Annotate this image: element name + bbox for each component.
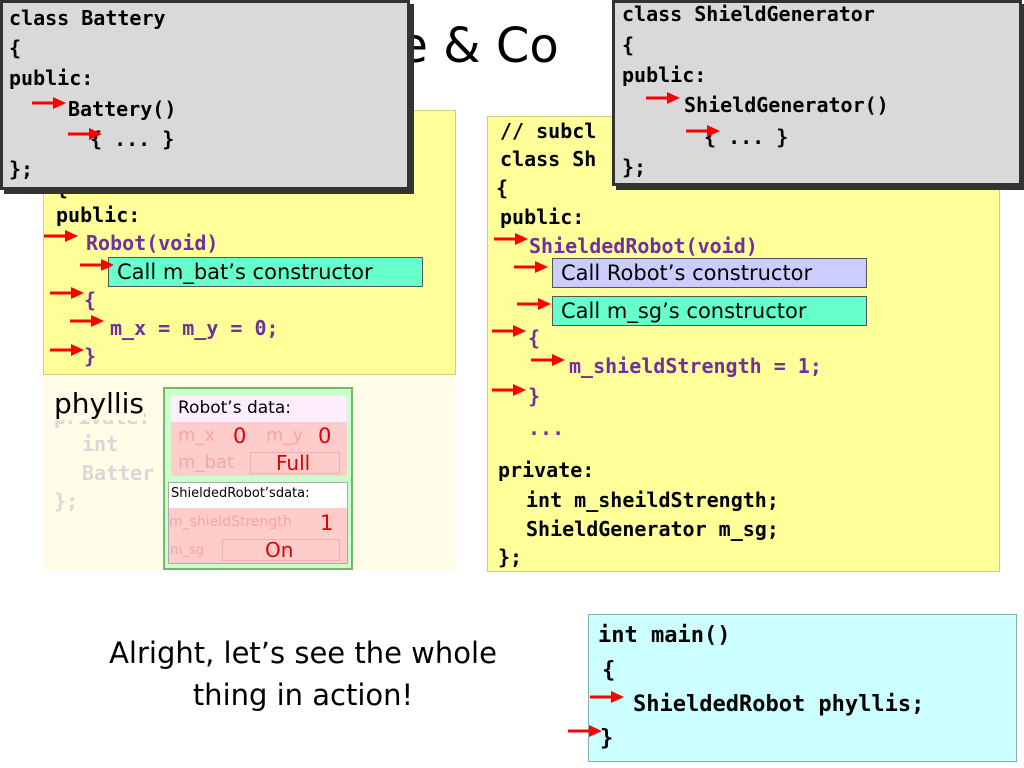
robot-body-close-arrow-icon xyxy=(50,342,84,358)
battery-public-label: public: xyxy=(9,66,94,90)
battery-body-arrow-icon xyxy=(68,126,102,142)
robot-callout-arrow-icon xyxy=(80,257,114,273)
robot-data-header-bg xyxy=(171,396,347,422)
shieldedrobot-body-open-arrow-icon xyxy=(492,323,526,339)
main-close-brace: } xyxy=(600,726,614,751)
shieldedrobot-sg-callout-arrow-icon xyxy=(517,296,551,312)
robot-constructor-signature: Robot(void) xyxy=(86,231,219,255)
battery-constructor-arrow-icon xyxy=(32,95,66,111)
shieldedrobot-close: }; xyxy=(498,545,523,569)
robot-constructor-arrow-icon xyxy=(44,228,78,244)
shieldedrobot-public-label: public: xyxy=(500,205,585,229)
shieldedrobot-init-arrow-icon xyxy=(531,352,565,368)
shieldgenerator-open-brace: { xyxy=(622,33,635,57)
robot-body-open-brace: { xyxy=(84,288,97,312)
m-x-label: m_x xyxy=(178,425,216,446)
shieldedrobot-constructor-signature: ShieldedRobot(void) xyxy=(529,234,758,258)
shieldedrobot-init-statement: m_shieldStrength = 1; xyxy=(569,354,822,378)
shieldedrobot-class-decl: class Sh xyxy=(500,147,597,171)
shieldedrobot-sg-member: ShieldGenerator m_sg; xyxy=(526,517,779,541)
shieldgenerator-constructor-arrow-icon xyxy=(646,90,680,106)
shieldedrobot-code-panel xyxy=(487,116,1000,572)
robot-body-open-arrow-icon xyxy=(50,285,84,301)
robot-init-arrow-icon xyxy=(70,313,104,329)
battery-class-box xyxy=(0,0,410,190)
caption-line-1: Alright, let’s see the whole xyxy=(109,636,497,670)
robot-public-label: public: xyxy=(56,203,141,227)
shieldedrobot-body-close-arrow-icon xyxy=(492,382,526,398)
shieldedrobot-ellipsis: ... xyxy=(528,416,565,440)
m-sg-value-box xyxy=(222,539,340,561)
shieldgenerator-public-label: public: xyxy=(622,63,707,87)
m-bat-value: Full xyxy=(276,451,311,475)
shieldgenerator-constructor-signature: ShieldGenerator() xyxy=(684,93,889,117)
robot-faded-battery: Batter xyxy=(82,461,155,485)
caption-line-2: thing in action! xyxy=(192,678,414,712)
robot-faded-close: }; xyxy=(54,489,79,513)
m-shieldstrength-value: 1 xyxy=(320,511,334,535)
battery-constructor-signature: Battery() xyxy=(68,97,177,121)
shieldedrobot-open-brace: { xyxy=(496,176,509,200)
shieldedrobot-constructor-arrow-icon xyxy=(494,231,528,247)
call-m-sg-constructor-callout: Call m_sg’s constructor xyxy=(552,296,867,326)
battery-class-decl: class Battery xyxy=(9,6,166,30)
m-shieldstrength-label: m_shieldStrength xyxy=(169,514,292,530)
main-phyllis-declaration: ShieldedRobot phyllis; xyxy=(633,692,925,717)
battery-close: }; xyxy=(9,157,34,181)
main-signature: int main() xyxy=(598,623,731,648)
shieldedrobot-robot-callout-arrow-icon xyxy=(514,259,548,275)
shieldedrobot-body-open-brace: { xyxy=(528,326,541,350)
m-sg-label: m_sg xyxy=(170,543,205,558)
robot-init-statement: m_x = m_y = 0; xyxy=(110,316,279,340)
m-x-value: 0 xyxy=(233,424,247,448)
main-declaration-arrow-icon xyxy=(590,689,624,705)
main-close-arrow-icon xyxy=(568,723,602,739)
shieldgenerator-body-arrow-icon xyxy=(686,123,720,139)
m-sg-value: On xyxy=(265,538,294,562)
m-bat-label: m_bat xyxy=(178,452,235,473)
robot-data-body xyxy=(171,422,347,476)
m-y-value: 0 xyxy=(318,424,332,448)
shieldgenerator-class-decl: class ShieldGenerator xyxy=(622,2,875,26)
shieldedrobot-body-close-brace: } xyxy=(528,384,541,408)
call-m-bat-constructor-callout: Call m_bat’s constructor xyxy=(108,257,423,287)
m-bat-value-box xyxy=(250,452,340,474)
slide-caption: Alright, let’s see the whole thing in ac… xyxy=(28,632,578,716)
m-y-label: m_y xyxy=(266,425,304,446)
shieldedrobot-data-header: ShieldedRobot’sdata: xyxy=(171,486,310,501)
shieldedrobot-comment: // subcl xyxy=(500,119,597,143)
main-open-brace: { xyxy=(602,658,616,683)
shieldgenerator-class-box xyxy=(612,0,1022,186)
shieldedrobot-data-body xyxy=(169,508,347,563)
call-robot-constructor-callout: Call Robot’s constructor xyxy=(552,258,867,288)
main-function-box xyxy=(588,614,1017,762)
robot-body-close-brace: } xyxy=(84,344,97,368)
robot-faded-int: int xyxy=(82,432,119,456)
shieldgenerator-constructor-body: { ... } xyxy=(704,125,789,149)
shieldedrobot-private-label: private: xyxy=(498,458,595,482)
battery-open-brace: { xyxy=(9,36,22,60)
phyllis-label: phyllis xyxy=(54,387,145,420)
shieldedrobot-strength-member: int m_sheildStrength; xyxy=(526,488,779,512)
battery-constructor-body: { ... } xyxy=(90,127,175,151)
robot-data-header: Robot’s data: xyxy=(178,398,291,418)
shieldgenerator-close: }; xyxy=(622,155,647,179)
